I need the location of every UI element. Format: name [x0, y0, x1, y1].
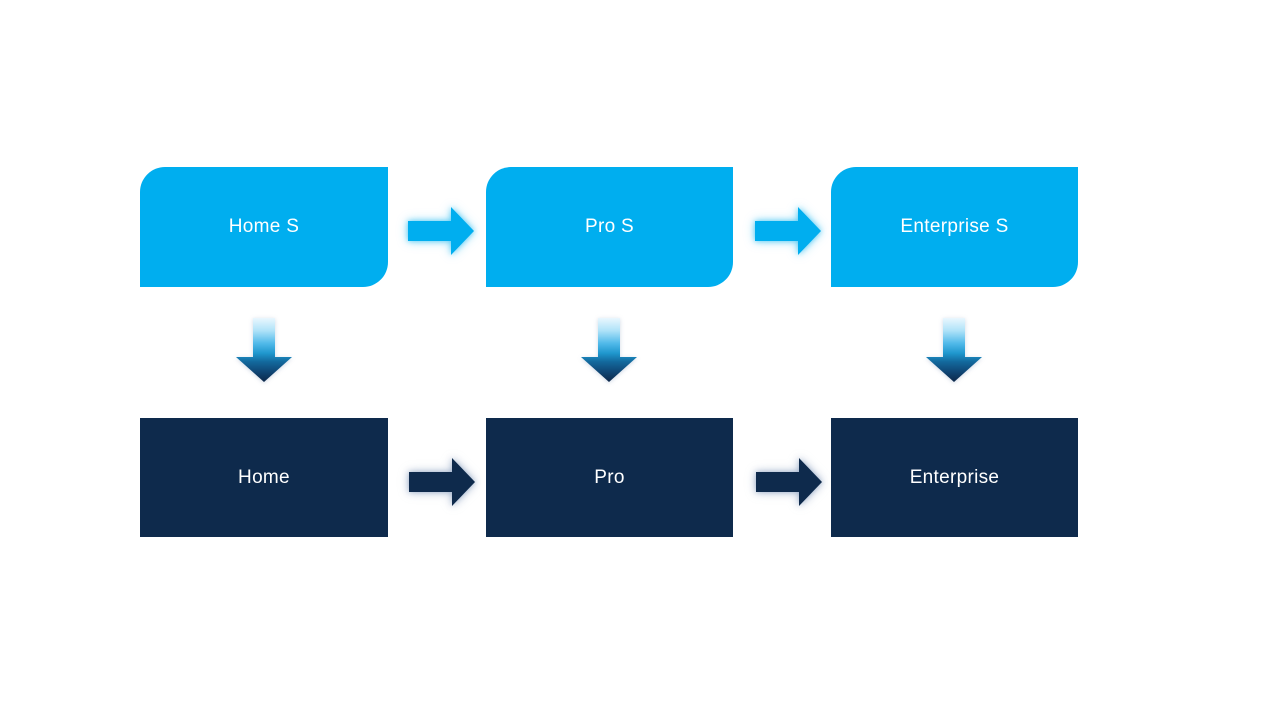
right-arrow-icon	[409, 458, 475, 506]
bottom-box-enterprise: Enterprise	[831, 418, 1078, 537]
top-box-home-s: Home S	[140, 167, 388, 287]
down-arrow-icon	[581, 318, 637, 382]
bottom-box-enterprise-label: Enterprise	[909, 466, 1000, 488]
bottom-box-pro-label: Pro	[594, 466, 625, 488]
bottom-box-home: Home	[140, 418, 388, 537]
down-arrow-icon	[926, 318, 982, 382]
right-arrow-icon	[756, 458, 822, 506]
right-arrow-icon	[408, 207, 474, 255]
bottom-box-home-label: Home	[238, 466, 290, 488]
top-box-pro-s-label: Pro S	[584, 216, 635, 237]
top-box-enterprise-s-label: Enterprise S	[900, 216, 1009, 237]
top-box-pro-s: Pro S	[486, 167, 733, 287]
bottom-box-pro: Pro	[486, 418, 733, 537]
top-box-enterprise-s: Enterprise S	[831, 167, 1078, 287]
top-box-home-s-label: Home S	[228, 216, 300, 237]
right-arrow-icon	[755, 207, 821, 255]
down-arrow-icon	[236, 318, 292, 382]
